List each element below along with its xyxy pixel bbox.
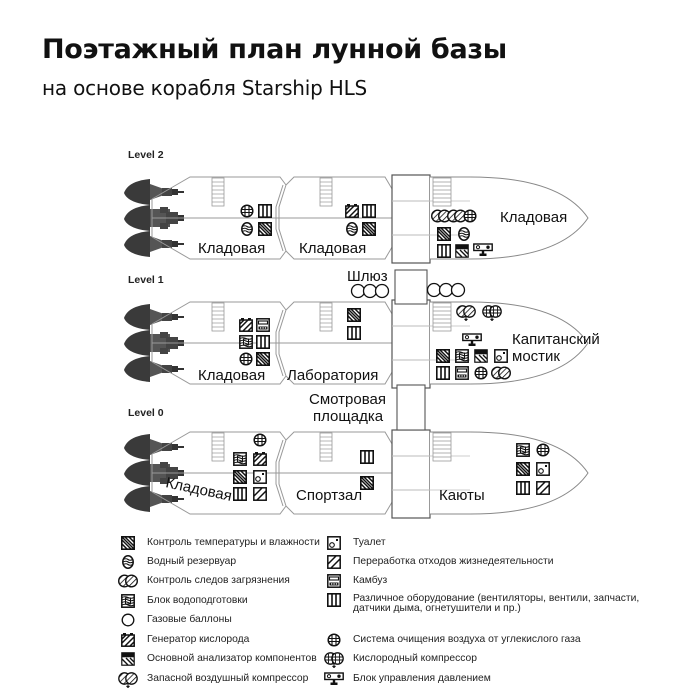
- page-title: Поэтажный план лунной базы: [42, 34, 507, 65]
- ship-level-2: [123, 174, 589, 264]
- gas-cylinders-icon: [121, 613, 135, 627]
- legend-label: Блок водоподготовки: [147, 595, 248, 606]
- ladder-icon: [211, 177, 225, 207]
- legend-label: Переработка отходов жизнедеятельности: [353, 556, 554, 567]
- legend-label: Различное оборудование (вентиляторы, вен…: [353, 593, 640, 614]
- component-analyzer-icon: [121, 652, 135, 666]
- legend-item: Различное оборудование (вентиляторы, вен…: [327, 593, 640, 614]
- room-label: Спортзал: [296, 487, 362, 504]
- ladder-icon: [319, 177, 333, 207]
- airlock-gas-cylinders-right: [426, 282, 466, 298]
- ladder-icon: [211, 432, 225, 462]
- level-2-label: Level 2: [128, 149, 164, 161]
- water-treatment-icon: [121, 594, 135, 608]
- ladder-icon: [432, 432, 452, 462]
- backup-air-compressor-icon: [118, 672, 138, 688]
- legend-item: Система очищения воздуха от углекислого …: [327, 633, 581, 647]
- legend-item: Кислородный компрессор: [324, 652, 478, 668]
- legend-item: Переработка отходов жизнедеятельности: [327, 555, 554, 569]
- airlock-label: Шлюз: [347, 268, 388, 285]
- page-subtitle: на основе корабля Starship HLS: [42, 76, 368, 100]
- water-tank-icon: [122, 555, 134, 569]
- legend-label: Основной анализатор компонентов: [147, 653, 317, 664]
- ladder-icon: [319, 432, 333, 462]
- ladder-icon: [319, 302, 333, 332]
- temp-humidity-icon: [121, 536, 135, 550]
- legend-label: Блок управления давлением: [353, 673, 491, 684]
- room-label-captain-bridge-1: Капитанский: [512, 331, 600, 348]
- legend-label: Туалет: [353, 537, 386, 548]
- room-label: Кладовая: [198, 240, 265, 257]
- waste-processing-icon: [327, 555, 341, 569]
- oxygen-generator-icon: [121, 633, 135, 647]
- legend-label: Газовые баллоны: [147, 614, 232, 625]
- legend-label: Запасной воздушный компрессор: [147, 673, 309, 684]
- pressure-control-icon: [324, 672, 344, 686]
- level-0-label: Level 0: [128, 407, 164, 419]
- co2-scrubber-icon: [327, 633, 341, 647]
- gas-cylinders-icon: [121, 613, 135, 627]
- floor-plan: Level 2 Level 1 Level 0 Кладовая Кладова…: [123, 149, 600, 519]
- room-label: Кладовая: [500, 209, 567, 226]
- observation-deck-label-2: площадка: [313, 408, 384, 425]
- ladder-icon: [432, 302, 452, 332]
- observation-deck-label-1: Смотровая: [309, 391, 386, 408]
- legend-item: Контроль температуры и влажности: [121, 536, 320, 550]
- oxygen-compressor-icon: [324, 652, 344, 668]
- room-label: Лаборатория: [287, 367, 378, 384]
- toilet-icon: [327, 536, 341, 550]
- contamination-control-icon: [118, 574, 138, 588]
- legend-item: Газовые баллоны: [121, 613, 232, 627]
- toilet-icon: [327, 536, 341, 550]
- galley-icon: [327, 574, 341, 588]
- room-label: Каюты: [439, 487, 485, 504]
- misc-equipment-icon: [327, 593, 341, 607]
- pressure-control-icon: [324, 672, 344, 686]
- ladder-icon: [211, 302, 225, 332]
- oxygen-compressor-icon: [324, 652, 344, 668]
- legend-label: Генератор кислорода: [147, 634, 250, 645]
- legend-item: Контроль следов загрязнения: [118, 574, 290, 588]
- legend-label: Водный резервуар: [147, 556, 237, 567]
- misc-equipment-icon: [327, 593, 341, 607]
- legend-item: Блок водоподготовки: [121, 594, 248, 608]
- waste-processing-icon: [327, 555, 341, 569]
- room-label-captain-bridge-2: мостик: [512, 348, 560, 365]
- ship-level-1: [123, 299, 589, 389]
- co2-scrubber-icon: [327, 633, 341, 647]
- oxygen-generator-icon: [121, 633, 135, 647]
- galley-icon: [327, 574, 341, 588]
- airlock-gas-cylinders-left: [350, 283, 390, 299]
- legend-label: Система очищения воздуха от углекислого …: [353, 634, 581, 645]
- legend-label: Камбуз: [353, 575, 388, 586]
- legend-item: Блок управления давлением: [324, 672, 491, 686]
- water-tank-icon: [122, 555, 134, 569]
- ladder-icon: [432, 177, 452, 207]
- legend-label: Контроль температуры и влажности: [147, 537, 320, 548]
- component-analyzer-icon: [121, 652, 135, 666]
- room-label: Кладовая: [299, 240, 366, 257]
- ship-levels: [123, 174, 589, 519]
- legend-item: Основной анализатор компонентов: [121, 652, 317, 666]
- level-1-label: Level 1: [128, 274, 164, 286]
- legend-label: Кислородный компрессор: [353, 653, 478, 664]
- legend-item: Камбуз: [327, 574, 388, 588]
- temp-humidity-icon: [121, 536, 135, 550]
- water-treatment-icon: [121, 594, 135, 608]
- legend-item: Туалет: [327, 536, 386, 550]
- legend-item: Водный резервуар: [121, 555, 237, 569]
- room-label: Кладовая: [198, 367, 265, 384]
- backup-air-compressor-icon: [118, 672, 138, 688]
- legend-label: Контроль следов загрязнения: [147, 575, 290, 586]
- contamination-control-icon: [118, 574, 138, 588]
- legend-item: Запасной воздушный компрессор: [118, 672, 309, 688]
- legend-item: Генератор кислорода: [121, 633, 250, 647]
